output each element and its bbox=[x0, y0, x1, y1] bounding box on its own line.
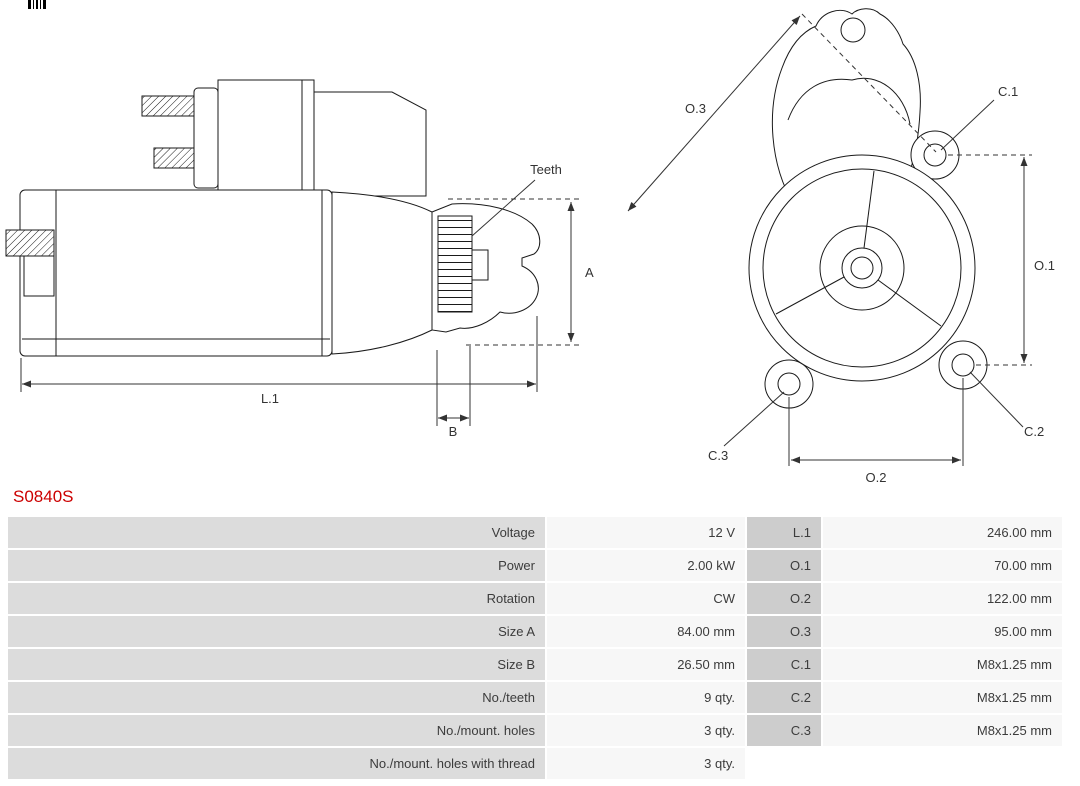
motor-body bbox=[19, 189, 333, 357]
spec-dim-label: C.3 bbox=[747, 715, 821, 746]
side-view-dimension-lines bbox=[20, 179, 580, 426]
mounting-holes bbox=[777, 17, 975, 396]
dim-b-label: B bbox=[449, 424, 458, 439]
dim-o1-label: O.1 bbox=[1034, 258, 1055, 273]
spec-label: No./mount. holes bbox=[8, 715, 545, 746]
hole-c1-label: C.1 bbox=[998, 84, 1018, 99]
dim-a-label: A bbox=[585, 265, 594, 280]
spec-dim-value: 246.00 mm bbox=[823, 517, 1062, 548]
dim-o3-label: O.3 bbox=[685, 101, 706, 116]
spec-dim-label bbox=[747, 748, 821, 779]
spec-label: Rotation bbox=[8, 583, 545, 614]
pinion-gear bbox=[437, 215, 489, 313]
part-number: S0840S bbox=[13, 487, 74, 506]
solenoid bbox=[193, 79, 427, 197]
spec-label: Size A bbox=[8, 616, 545, 647]
spec-dim-value: M8x1.25 mm bbox=[823, 649, 1062, 680]
spec-value: 2.00 kW bbox=[547, 550, 745, 581]
spec-dim-value: 95.00 mm bbox=[823, 616, 1062, 647]
solenoid-terminal-studs bbox=[141, 95, 195, 169]
spec-value: 3 qty. bbox=[547, 748, 745, 779]
dim-l1-label: L.1 bbox=[261, 391, 279, 406]
spec-value: 84.00 mm bbox=[547, 616, 745, 647]
spec-dim-label: C.1 bbox=[747, 649, 821, 680]
spec-value: 12 V bbox=[547, 517, 745, 548]
body-terminal-stud bbox=[5, 229, 55, 297]
teeth-label: Teeth bbox=[530, 162, 562, 177]
housing-circles bbox=[748, 154, 976, 382]
spec-label: Size B bbox=[8, 649, 545, 680]
spec-dim-label: O.3 bbox=[747, 616, 821, 647]
hole-c3-label: C.3 bbox=[708, 448, 728, 463]
spec-dim-label: O.2 bbox=[747, 583, 821, 614]
spec-dim-value: M8x1.25 mm bbox=[823, 682, 1062, 713]
spec-dim-label: O.1 bbox=[747, 550, 821, 581]
spec-label: No./mount. holes with thread bbox=[8, 748, 545, 779]
spec-table: Voltage 12 V L.1 246.00 mm Power 2.00 kW… bbox=[8, 517, 1062, 779]
spec-dim-label: C.2 bbox=[747, 682, 821, 713]
spec-value: 3 qty. bbox=[547, 715, 745, 746]
spec-dim-value bbox=[823, 748, 1062, 779]
hole-c2-label: C.2 bbox=[1024, 424, 1044, 439]
spec-label: Power bbox=[8, 550, 545, 581]
spec-value: CW bbox=[547, 583, 745, 614]
front-view-drawing bbox=[627, 8, 1032, 466]
spec-label: No./teeth bbox=[8, 682, 545, 713]
dim-o2-label: O.2 bbox=[866, 470, 887, 485]
spec-value: 26.50 mm bbox=[547, 649, 745, 680]
spec-dim-value: M8x1.25 mm bbox=[823, 715, 1062, 746]
spec-value: 9 qty. bbox=[547, 682, 745, 713]
starter-motor-drawing: Teeth A L.1 B bbox=[5, 8, 1055, 485]
spec-dim-label: L.1 bbox=[747, 517, 821, 548]
side-view-drawing bbox=[5, 79, 580, 426]
drive-end-housing bbox=[331, 191, 541, 355]
spec-label: Voltage bbox=[8, 517, 545, 548]
barcode-mark bbox=[28, 0, 46, 9]
front-view-dimension-lines bbox=[627, 13, 1032, 466]
spec-dim-value: 70.00 mm bbox=[823, 550, 1062, 581]
spec-dim-value: 122.00 mm bbox=[823, 583, 1062, 614]
